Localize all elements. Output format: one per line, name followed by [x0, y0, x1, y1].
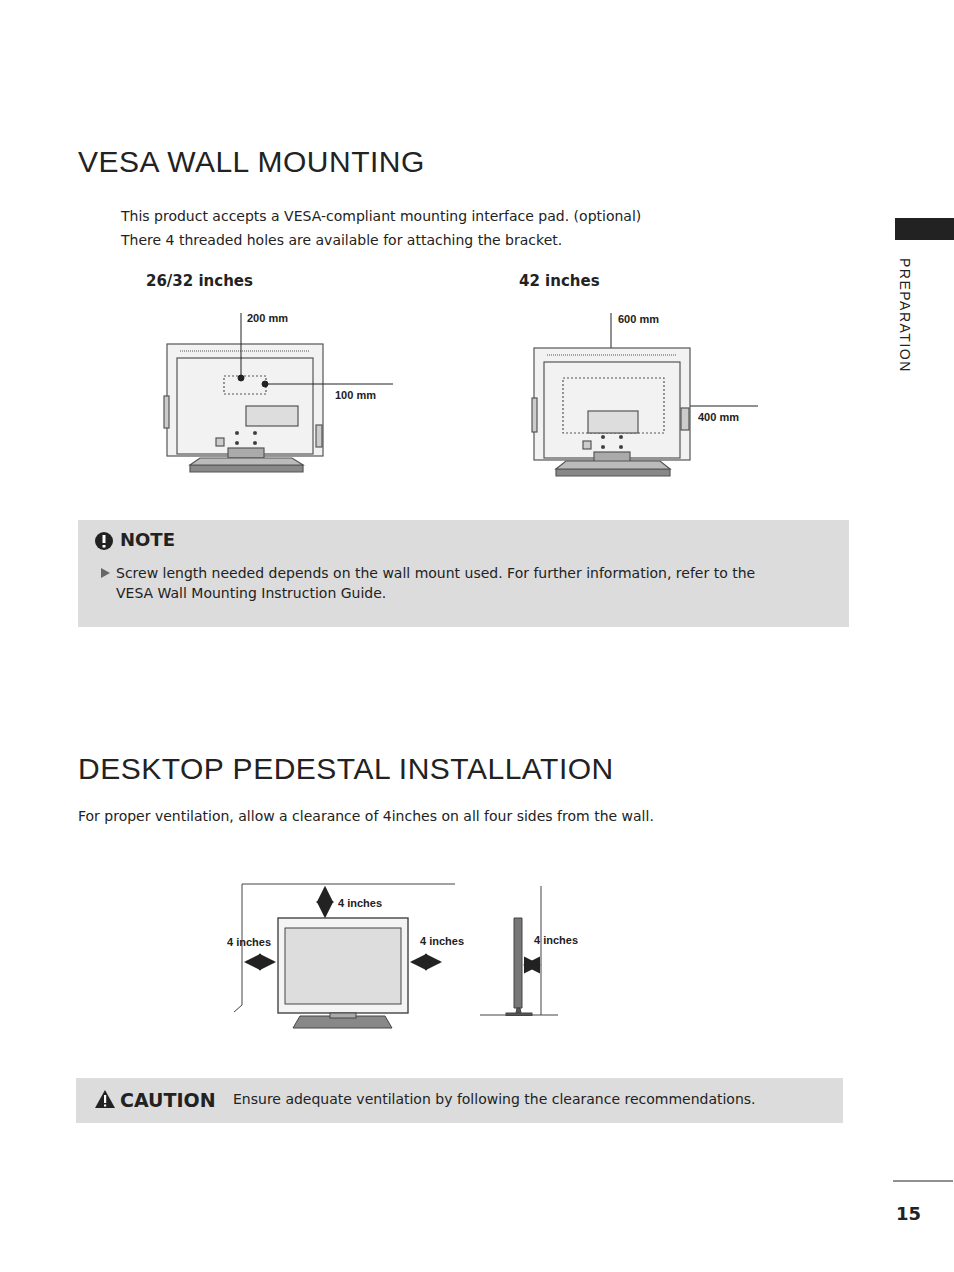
clearance-arrows: [246, 888, 539, 965]
bullet-arrow: [101, 568, 110, 578]
side-view: [480, 886, 558, 1016]
dimension: 4 inches: [227, 936, 271, 948]
note-band: NOTE Screw length needed depends on the w…: [78, 520, 849, 627]
box-heading: CAUTION: [120, 1089, 216, 1111]
caution-icon: [95, 1090, 115, 1108]
box-text: Ensure adequate ventilation by following…: [233, 1091, 756, 1107]
section-label: PREPARATION: [897, 258, 913, 368]
size-label: 42 inches: [519, 272, 600, 290]
dimension: 100 mm: [335, 389, 376, 401]
front-view: [234, 884, 455, 1028]
size-label: 26/32 inches: [146, 272, 253, 290]
page-heading: DESKTOP PEDESTAL INSTALLATION: [78, 752, 614, 786]
dimension: 400 mm: [698, 411, 739, 423]
caution-band: CAUTION Ensure adequate ventilation by fo…: [76, 1078, 843, 1123]
rule: [893, 1181, 953, 1182]
page-number: 15: [896, 1203, 921, 1224]
body-text: For proper ventilation, allow a clearanc…: [78, 808, 654, 824]
dimension: 4 inches: [534, 934, 578, 946]
dimension: 4 inches: [420, 935, 464, 947]
box-text: Screw length needed depends on the wall …: [116, 563, 796, 603]
intro-text: This product accepts a VESA-compliant mo…: [121, 208, 641, 224]
note-icon: [95, 532, 113, 550]
intro-text: There 4 threaded holes are available for…: [121, 232, 562, 248]
dimension: 200 mm: [247, 312, 288, 324]
box-heading: NOTE: [120, 529, 175, 550]
tv-back-large: [532, 348, 690, 476]
dimension: 4 inches: [338, 897, 382, 909]
page-heading: VESA WALL MOUNTING: [78, 145, 425, 179]
tv-back-small: [164, 344, 323, 472]
section-tab: [895, 218, 954, 240]
dimension: 600 mm: [618, 313, 659, 325]
